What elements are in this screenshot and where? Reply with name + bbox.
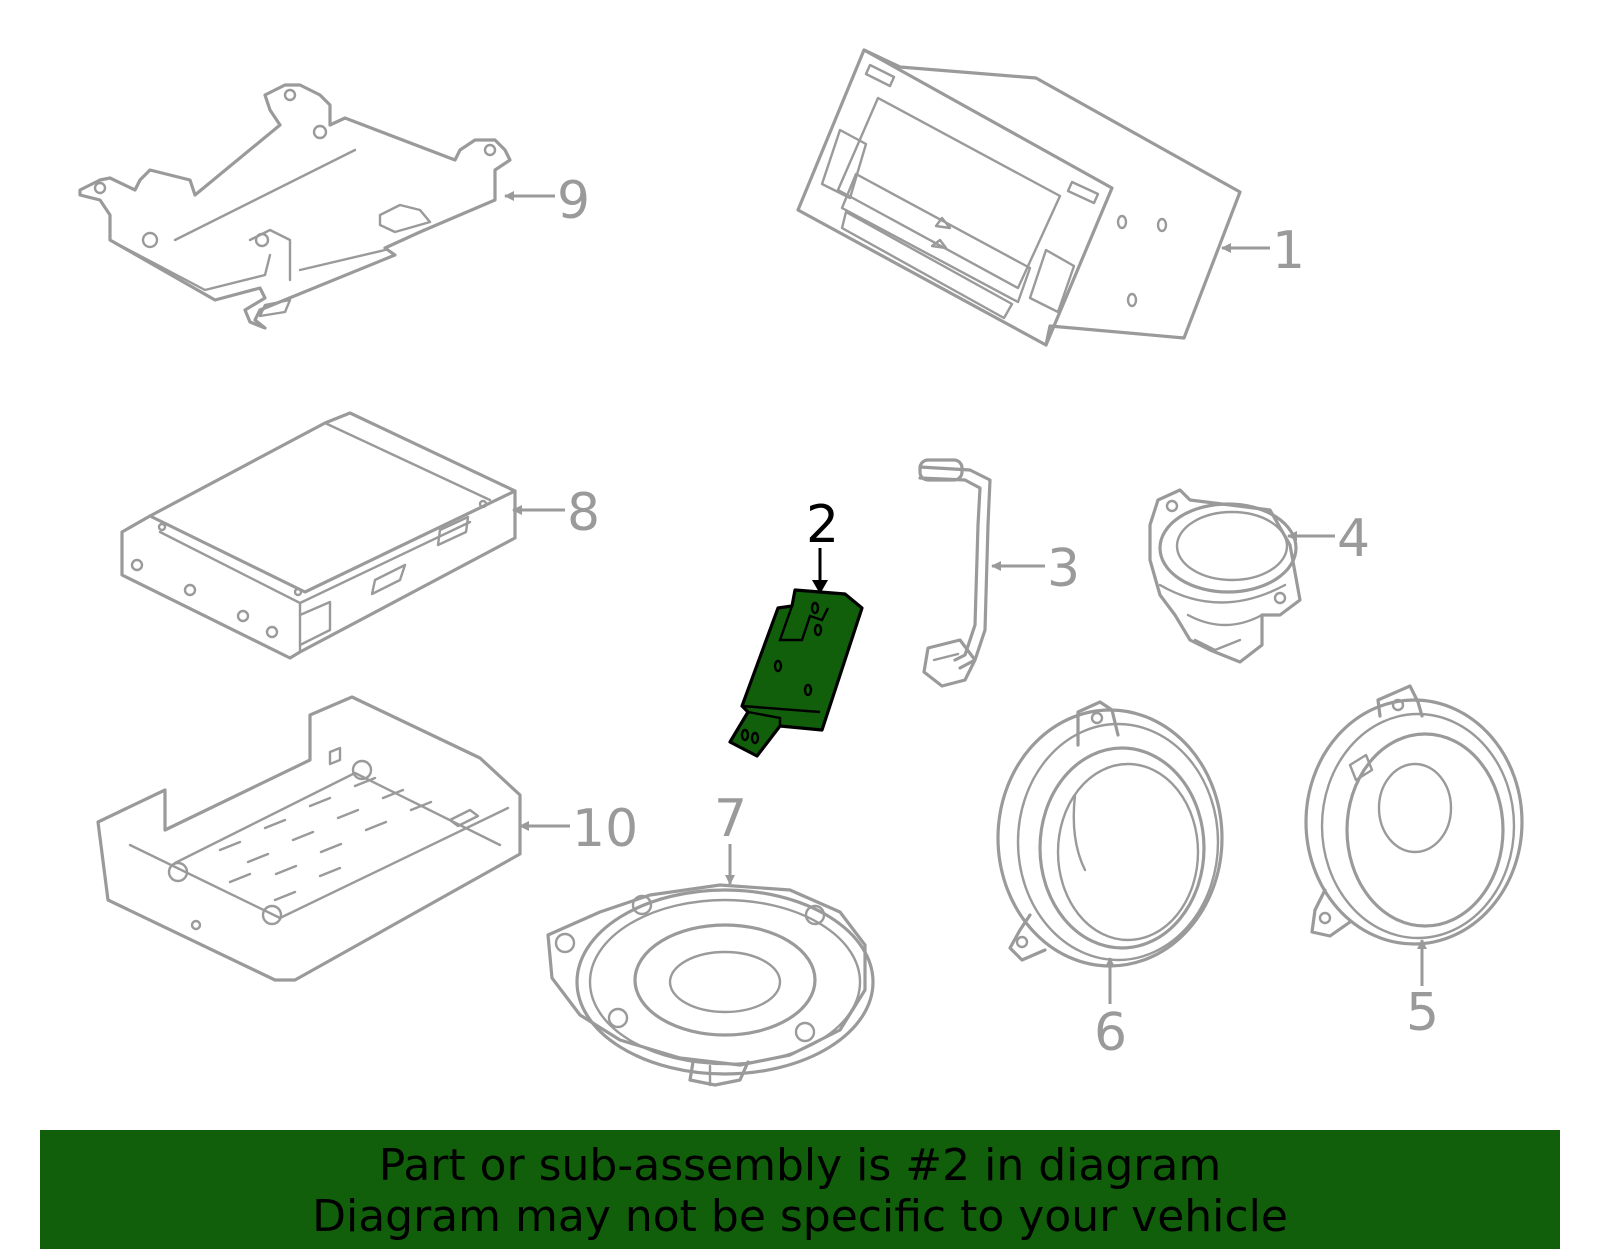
- callout-10[interactable]: 10: [572, 799, 638, 859]
- callout-3[interactable]: 3: [1047, 539, 1080, 599]
- banner-line-disclaimer: Diagram may not be specific to your vehi…: [312, 1191, 1288, 1242]
- info-banner: Part or sub-assembly is #2 in diagram Di…: [40, 1130, 1560, 1249]
- callout-numbers: 9 1 2 8 3 4 10 7 6 5: [557, 171, 1439, 1063]
- callout-5[interactable]: 5: [1406, 983, 1439, 1043]
- callout-1[interactable]: 1: [1272, 221, 1305, 281]
- part-4-tweeter[interactable]: [1148, 488, 1302, 664]
- callout-8[interactable]: 8: [567, 483, 600, 543]
- part-10-tray[interactable]: [96, 695, 522, 982]
- banner-line-part: Part or sub-assembly is #2 in diagram: [378, 1140, 1222, 1191]
- part-5-speaker[interactable]: [1304, 684, 1524, 946]
- callout-6[interactable]: 6: [1094, 1003, 1127, 1063]
- callout-4[interactable]: 4: [1337, 509, 1370, 569]
- part-6-speaker[interactable]: [996, 700, 1224, 968]
- part-2-bracket-highlighted[interactable]: [728, 588, 864, 758]
- part-1-head-unit[interactable]: [796, 48, 1242, 347]
- callout-7[interactable]: 7: [714, 789, 747, 849]
- callout-leaders: [504, 191, 1427, 1004]
- callout-2[interactable]: 2: [806, 495, 839, 555]
- arrowhead-2: [812, 580, 828, 594]
- part-3-cable[interactable]: [918, 458, 992, 688]
- part-8-amplifier[interactable]: [120, 411, 517, 660]
- part-9-mounting-bracket[interactable]: [78, 83, 512, 330]
- part-7-woofer[interactable]: [546, 883, 875, 1087]
- callout-9[interactable]: 9: [557, 171, 590, 231]
